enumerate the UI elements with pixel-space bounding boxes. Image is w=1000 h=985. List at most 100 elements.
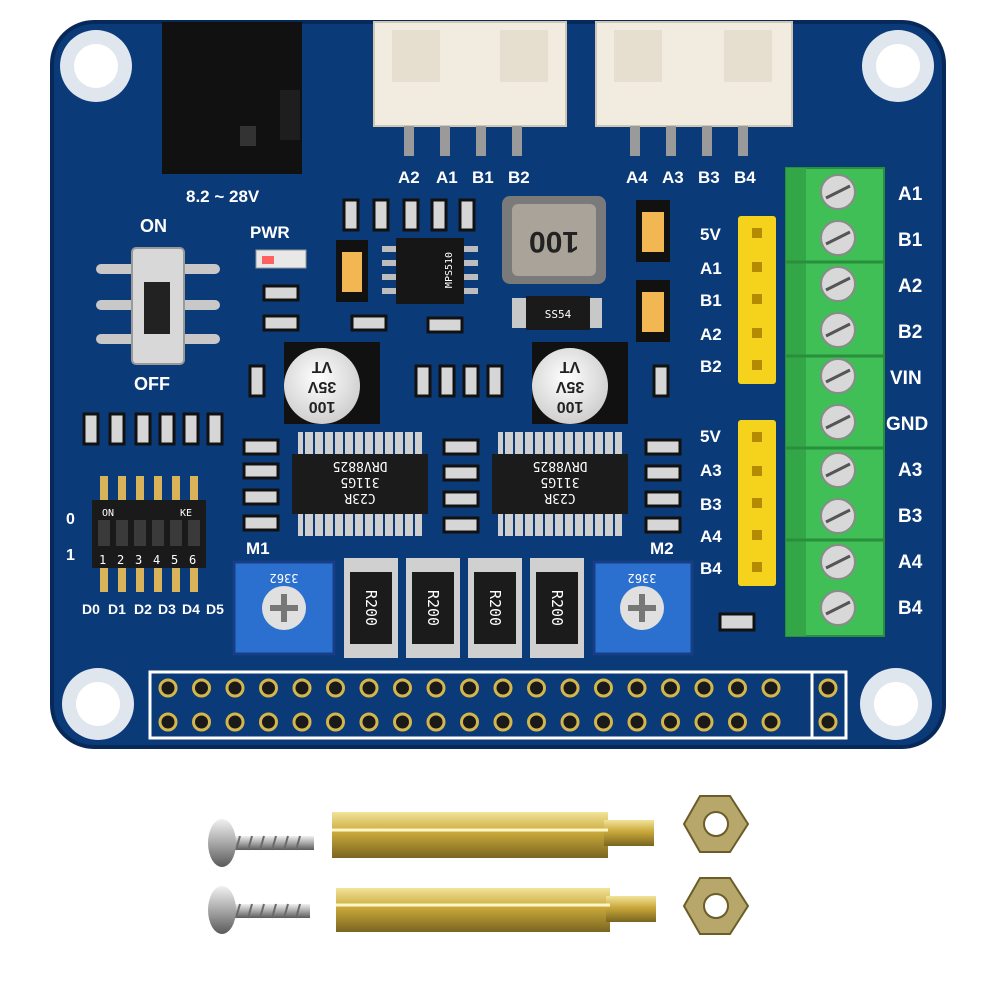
yellow-pin-header-1 (738, 216, 776, 384)
gpio-pin (259, 678, 278, 698)
gpio-pin (493, 678, 513, 698)
dip-bit-label: D0 (82, 601, 100, 617)
terminal-label: A4 (898, 552, 923, 573)
screw-icon (820, 220, 856, 256)
gpio-pin (393, 678, 412, 698)
gpio-pin (359, 678, 379, 698)
header-pin-label: A2 (700, 325, 722, 344)
terminal-label: A1 (898, 184, 923, 205)
dip-number: 6 (189, 553, 196, 567)
dip-bit-label: D2 (134, 601, 152, 617)
hex-nut-icon (682, 795, 750, 853)
gpio-pin (158, 712, 178, 732)
dip-on-label: ON (102, 508, 114, 519)
gpio-pin (393, 712, 412, 732)
pwr-label: PWR (250, 223, 290, 242)
mounting-hardware-kit (208, 795, 750, 935)
gpio-pin (627, 678, 647, 698)
pin-label: A4 (626, 168, 648, 187)
gpio-pin (527, 712, 546, 732)
resistor-marking: R200 (486, 590, 504, 626)
sense-resistor: R200 (468, 558, 522, 658)
terminal-screws (820, 174, 856, 626)
dip-row-1-label: 1 (66, 547, 75, 564)
screw-icon (820, 404, 856, 440)
header-pin-label: A3 (700, 461, 722, 480)
diode-marking: SS54 (545, 308, 572, 321)
cap-value: 100 (309, 398, 336, 415)
gpio-pin (460, 712, 479, 732)
screw-icon (820, 544, 856, 580)
header-group2-labels: 5V A3 B3 A4 B4 (700, 427, 722, 578)
gpio-pin (326, 678, 345, 698)
sense-resistors: R200 R200 R200 R200 (344, 558, 584, 658)
dip-bottom-labels: D0 D1 D2 D3 D4 D5 (82, 601, 224, 617)
resistor-marking: R200 (424, 590, 442, 626)
switch-on-label: ON (140, 216, 167, 236)
terminal-label: VIN (890, 368, 922, 389)
gpio-pin (426, 678, 446, 698)
terminal-label: B2 (898, 322, 922, 343)
dip-number: 5 (171, 553, 178, 567)
gpio-pin (225, 678, 245, 698)
mounting-hole-bl (62, 668, 134, 740)
cap-series: VT (312, 358, 333, 375)
sense-resistor: R200 (406, 558, 460, 658)
screw-icon (820, 266, 856, 302)
gpio-pin (627, 712, 647, 732)
gpio-pin (661, 678, 680, 698)
dip-number: 3 (135, 553, 142, 567)
driver-name: DRV8825 (333, 458, 388, 473)
driver-chip-left: C23R 311G5 DRV8825 (292, 432, 428, 536)
gpio-pins (158, 678, 838, 732)
driver-chip-right: C23R 311G5 DRV8825 (492, 432, 628, 536)
screw-icon (208, 819, 314, 867)
terminal-label: A3 (898, 460, 922, 481)
gpio-pin (728, 712, 747, 732)
screw-icon (208, 886, 310, 934)
driver-line2: C23R (544, 490, 575, 505)
terminal-label: B4 (898, 598, 923, 619)
header-pin-label: B3 (700, 495, 722, 514)
header-pin-label: B1 (700, 291, 722, 310)
driver-line1: 311G5 (340, 474, 379, 489)
motor-connector-right (595, 21, 793, 156)
resistor-marking: R200 (362, 590, 380, 626)
pin-label: B1 (472, 168, 494, 187)
pot-marking: 3362 (270, 571, 299, 585)
gpio-pin (818, 678, 838, 698)
sense-resistor: R200 (344, 558, 398, 658)
top-connector-left-labels: A2 A1 B1 B2 (398, 168, 530, 187)
terminal-label: GND (886, 414, 928, 435)
hex-nut-icon (682, 877, 750, 935)
pin-label: A3 (662, 168, 684, 187)
led-dot (262, 256, 274, 264)
pin-label: B3 (698, 168, 720, 187)
voltage-label: 8.2 ~ 28V (186, 187, 260, 206)
gpio-pin (560, 712, 580, 732)
gpio-pin (225, 712, 245, 732)
gpio-pin (259, 712, 278, 732)
dip-numbers: 1 2 3 4 5 6 (99, 553, 196, 567)
dip-number: 1 (99, 553, 106, 567)
gpio-40-pin-header (148, 670, 848, 740)
regulator-chip: MPS510 (382, 238, 478, 304)
dip-switch: ON KE 1 2 3 4 5 6 (92, 476, 206, 592)
gpio-pin (292, 712, 312, 732)
screw-icon (820, 174, 856, 210)
dip-bit-label: D5 (206, 601, 224, 617)
cap-value: 100 (557, 398, 584, 415)
pin-label: A1 (436, 168, 458, 187)
gpio-pin (493, 712, 513, 732)
power-slide-switch (96, 247, 220, 365)
resistor-marking: R200 (548, 590, 566, 626)
dc-power-jack (162, 22, 302, 174)
gpio-pin (192, 712, 211, 732)
cap-series: VT (560, 358, 581, 375)
mounting-hole-br (860, 668, 932, 740)
inductor-marking: 100 (529, 225, 579, 258)
terminal-label: A2 (898, 276, 922, 297)
schottky-diode: SS54 (512, 296, 602, 330)
gpio-pin (818, 712, 838, 732)
